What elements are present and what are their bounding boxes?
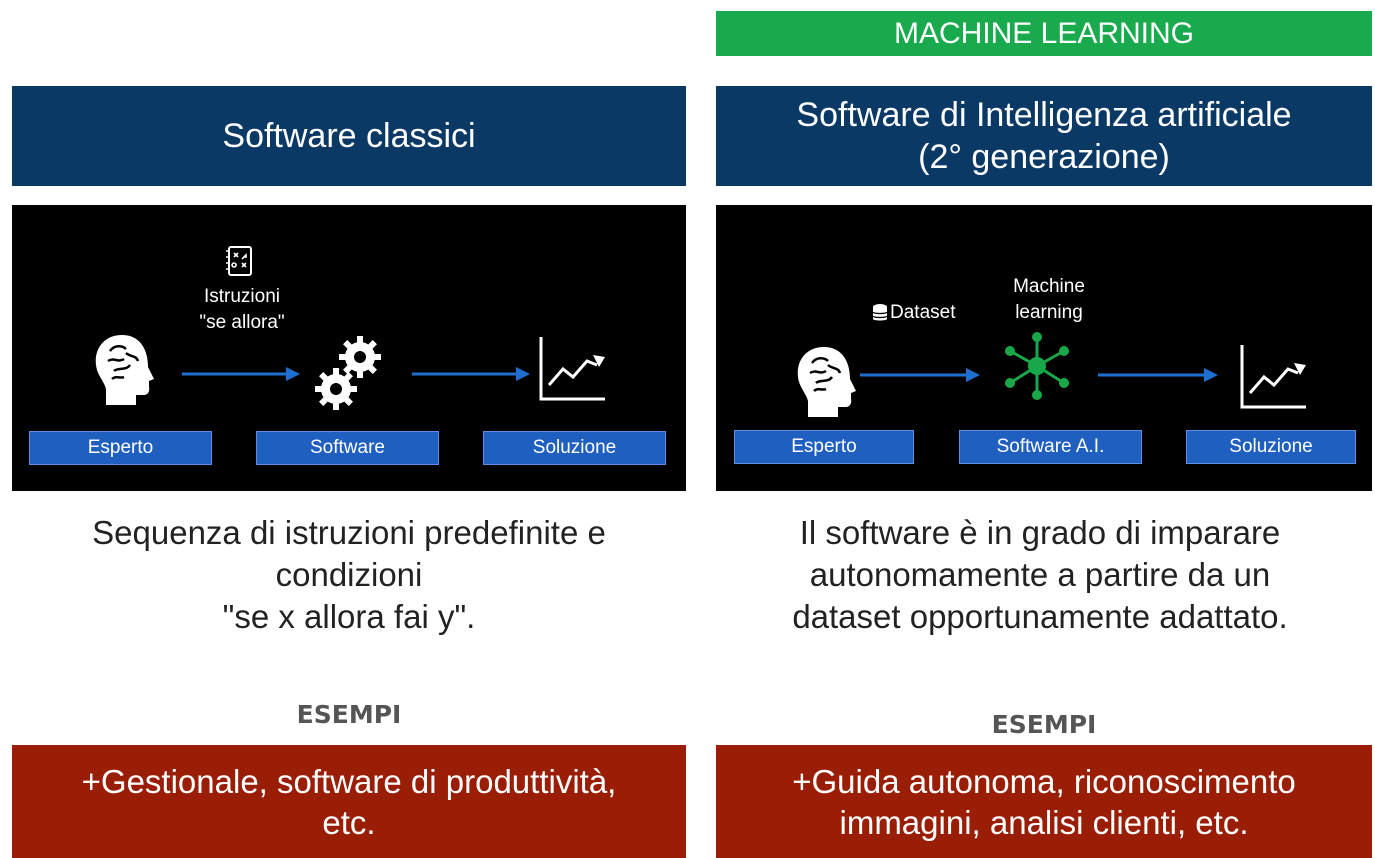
- chip-software: Software: [256, 431, 439, 465]
- header-classic-software: Software classici: [12, 86, 686, 186]
- chip-soluzione-label: Soluzione: [1229, 436, 1313, 457]
- ai-diagram-panel: Dataset Machine learning Esp: [716, 205, 1372, 491]
- network-node-icon: [1005, 332, 1069, 400]
- brain-head-icon: [797, 347, 856, 417]
- ai-examples-box: +Guida autonoma, riconoscimento immagini…: [716, 745, 1372, 858]
- chip-esperto: Esperto: [734, 430, 914, 464]
- chip-software-ai: Software A.I.: [959, 430, 1142, 464]
- chip-software-ai-label: Software A.I.: [996, 436, 1105, 457]
- classic-examples-line-1: +Gestionale, software di produttività,: [81, 762, 617, 800]
- header-ai-title-line-2: (2° generazione): [918, 138, 1170, 176]
- chip-esperto: Esperto: [29, 431, 212, 465]
- header-ai-title-line-1: Software di Intelligenza artificiale: [796, 96, 1292, 134]
- ai-examples-line-1: +Guida autonoma, riconoscimento: [792, 762, 1296, 800]
- database-icon: [872, 304, 888, 321]
- header-classic-title: Software classici: [222, 117, 476, 155]
- ai-description-line-1: Il software è in grado di imparare: [799, 514, 1281, 551]
- chip-soluzione-label: Soluzione: [532, 437, 617, 458]
- ai-examples-title: ESEMPI: [991, 710, 1097, 739]
- growth-chart-icon: [1240, 345, 1306, 409]
- chip-soluzione: Soluzione: [1186, 430, 1356, 464]
- classic-diagram-panel: Istruzioni "se allora" Esperto: [12, 205, 686, 491]
- growth-chart-icon: [539, 337, 605, 401]
- ai-description-line-2: autonomamente a partire da un: [809, 556, 1271, 593]
- ml-label-line-1: Machine: [1013, 276, 1085, 297]
- ml-label-line-2: learning: [1015, 302, 1083, 323]
- classic-description-line-1: Sequenza di istruzioni predefinite e: [92, 514, 606, 551]
- arrow-right-icon: [1098, 368, 1218, 382]
- classic-examples-box: +Gestionale, software di produttività, e…: [12, 745, 686, 858]
- dataset-label: Dataset: [890, 302, 956, 323]
- chip-soluzione: Soluzione: [483, 431, 666, 465]
- chip-esperto-label: Esperto: [791, 436, 857, 457]
- classic-examples-title: ESEMPI: [296, 700, 402, 729]
- algorithm-sheet-icon: [226, 246, 252, 276]
- chip-software-label: Software: [310, 437, 385, 458]
- classic-description-line-2: condizioni: [275, 556, 423, 593]
- gears-icon: [315, 336, 381, 410]
- machine-learning-tag-label: MACHINE LEARNING: [893, 16, 1195, 50]
- instruction-label-line-2: "se allora": [199, 312, 285, 333]
- classic-description: Sequenza di istruzioni predefinite e con…: [12, 512, 686, 642]
- classic-description-line-3: "se x allora fai y".: [222, 598, 476, 635]
- brain-head-icon: [95, 335, 154, 405]
- header-ai-software: Software di Intelligenza artificiale (2°…: [716, 86, 1372, 186]
- ai-description-line-3: dataset opportunamente adattato.: [792, 598, 1288, 635]
- classic-examples-line-2: etc.: [322, 803, 376, 841]
- instruction-label-line-1: Istruzioni: [203, 286, 281, 307]
- arrow-right-icon: [860, 368, 980, 382]
- chip-esperto-label: Esperto: [87, 437, 154, 458]
- machine-learning-tag: MACHINE LEARNING: [716, 11, 1372, 56]
- ai-description: Il software è in grado di imparare auton…: [706, 512, 1374, 642]
- arrow-right-icon: [412, 367, 530, 381]
- ai-examples-line-2: immagini, analisi clienti, etc.: [839, 803, 1249, 841]
- arrow-right-icon: [182, 367, 300, 381]
